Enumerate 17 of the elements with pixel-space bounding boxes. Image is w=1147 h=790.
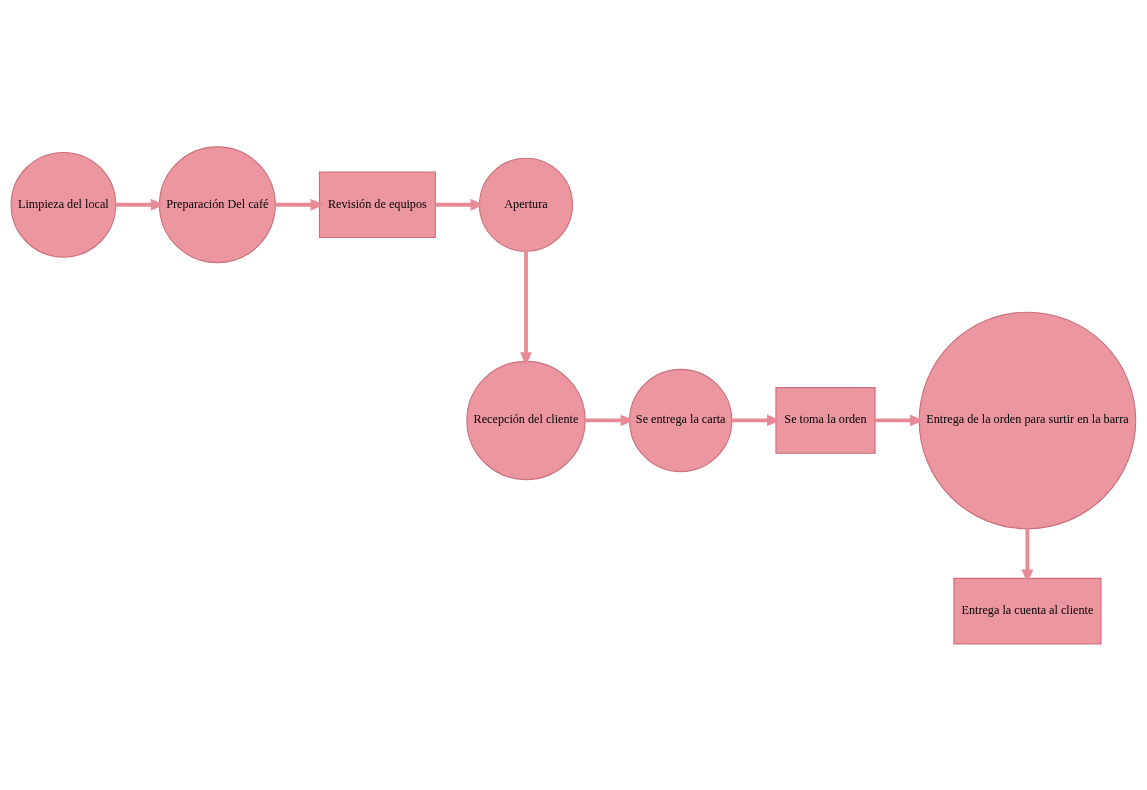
arrow xyxy=(875,414,924,426)
arrow xyxy=(1021,528,1034,583)
arrow xyxy=(520,251,532,366)
node-circle: Preparación Del café xyxy=(158,145,276,263)
arrow xyxy=(585,414,635,426)
node-circle: Limpieza del local xyxy=(10,151,117,258)
arrow xyxy=(731,414,781,426)
node-box: Revisión de equipos xyxy=(318,170,436,238)
node-box: Entrega la cuenta al cliente xyxy=(953,577,1102,645)
arrow xyxy=(115,198,165,211)
arrow xyxy=(435,198,485,211)
node-circle: Se entrega la carta xyxy=(629,368,733,472)
node-circle: Entrega de la orden para surtir en la barra xyxy=(918,311,1137,529)
node-box: Se toma la orden xyxy=(775,386,876,454)
arrow xyxy=(275,198,325,211)
node-circle: Recepción del cliente xyxy=(466,360,586,480)
node-circle: Apertura xyxy=(478,157,574,252)
